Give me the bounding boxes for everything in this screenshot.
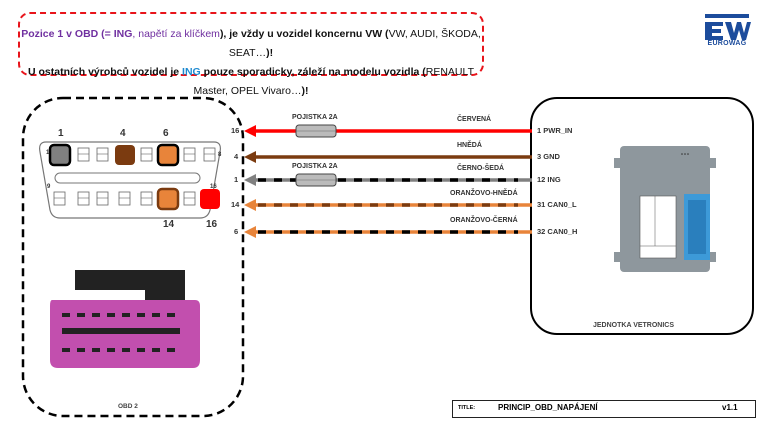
notice-text: U ostatních výrobců vozidel je — [28, 66, 183, 78]
wire-obd-pin: 4 — [234, 152, 239, 161]
wire-obd-pin: 1 — [234, 175, 239, 184]
fuse-label: POJISTKA 2A — [292, 114, 338, 121]
plug-hole — [152, 313, 160, 317]
obd-pin — [77, 191, 90, 206]
notice-text: VW, AUDI, ŠKODA, SEAT… — [228, 28, 481, 59]
notice-text: ), je vždy u vozidel koncernu VW ( — [219, 28, 389, 40]
plug-hole — [77, 348, 85, 352]
plug-hole — [92, 348, 100, 352]
wire-unit-pin: 12 ING — [537, 175, 561, 184]
obd-pin — [203, 147, 216, 162]
wire-obd-pin: 14 — [231, 200, 240, 209]
obd-pin — [118, 191, 131, 206]
version-label: v1.1 — [722, 403, 738, 412]
plug-hole — [107, 348, 115, 352]
obd-pin-label-top: 4 — [120, 128, 126, 139]
notice-text: pouze sporadicky, záleží na modelu vozid… — [200, 66, 426, 78]
wire-color-name: ČERNO-ŠEDÁ — [457, 165, 505, 172]
wire-unit-pin: 1 PWR_IN — [537, 126, 573, 135]
obd-pin — [96, 147, 109, 162]
eurowag-logo — [705, 14, 751, 40]
wire-unit-pin: 32 CAN0_H — [537, 227, 578, 236]
arrow-head-icon — [244, 125, 256, 137]
obd-pin — [183, 147, 196, 162]
obd-corner-label: 8 — [218, 152, 222, 158]
wire-unit-pin: 3 GND — [537, 152, 560, 161]
plug-hole — [62, 348, 70, 352]
wire-color-name: ORANŽOVO-ČERNÁ — [450, 217, 518, 224]
obd-pin-label-bottom: 14 — [163, 219, 175, 230]
obd-caption: OBD 2 — [118, 403, 138, 410]
notice-box: Pozice 1 v OBD (= ING, napětí za klíčkem… — [18, 12, 484, 97]
vetronics-unit-image — [614, 146, 716, 272]
plug-hole — [152, 348, 160, 352]
plug-hole — [62, 313, 70, 317]
arrow-head-icon — [244, 226, 256, 238]
obd-pin-highlight — [200, 189, 220, 209]
notice-line-1: Pozice 1 v OBD (= ING, napětí za klíčkem… — [20, 25, 482, 63]
notice-text: RENAULT Master, OPEL Vivaro… — [193, 66, 474, 97]
notice-text: )! — [301, 85, 309, 97]
obd-pin — [183, 191, 196, 206]
arrow-head-icon — [244, 199, 256, 211]
wire-obd-pin: 6 — [234, 227, 239, 236]
obd-pin — [77, 147, 90, 162]
plug-hole — [167, 313, 175, 317]
title-block — [452, 400, 756, 418]
plug-hole — [122, 348, 130, 352]
title-value: PRINCIP_OBD_NAPÁJENÍ — [498, 403, 598, 412]
logo-text: EUROWAG — [707, 40, 747, 47]
obd-pin-highlight — [48, 143, 72, 167]
notice-text: ING — [182, 66, 201, 78]
fuse-label: POJISTKA 2A — [292, 163, 338, 170]
obd-frame — [21, 96, 245, 418]
plug-hole — [167, 348, 175, 352]
wires — [244, 124, 532, 238]
wire-unit-pin: 31 CAN0_L — [537, 200, 577, 209]
obd-corner-label: 16 — [210, 184, 217, 190]
obd-pin-highlight — [156, 187, 180, 211]
notice-line-2: U ostatních výrobců vozidel je ING pouze… — [20, 63, 482, 101]
wire-color-name: ČERVENÁ — [457, 116, 492, 123]
notice-text: Pozice 1 v OBD (= — [21, 28, 114, 40]
obd-corner-label: 1 — [46, 150, 50, 156]
unit-frame — [530, 97, 754, 335]
plug-hole — [122, 313, 130, 317]
obd-pin — [140, 191, 153, 206]
obd-pin-label-top: 6 — [163, 128, 169, 139]
wire-color-name: ORANŽOVO-HNĚDÁ — [450, 190, 518, 197]
title-label: TITLE: — [458, 405, 476, 411]
obd-pin — [140, 147, 153, 162]
plug-hole — [92, 313, 100, 317]
unit-caption: JEDNOTKA VETRONICS — [593, 322, 675, 329]
notice-text: , napětí za klíčkem — [132, 28, 220, 40]
obd-pin-label-top: 1 — [58, 128, 64, 139]
notice-text: ING — [113, 28, 133, 40]
obd-plug-image — [50, 270, 200, 368]
wire-color-name: HNĚDÁ — [457, 142, 482, 149]
obd-slot — [54, 172, 201, 184]
plug-hole — [107, 313, 115, 317]
obd-pin-label-bottom: 16 — [206, 219, 218, 230]
obd-pin — [96, 191, 109, 206]
wire-obd-pin: 16 — [231, 126, 240, 135]
obd-corner-label: 9 — [47, 184, 51, 190]
notice-text: )! — [266, 47, 274, 59]
obd-pins — [48, 143, 220, 211]
obd-pin-highlight — [156, 143, 180, 167]
arrow-head-icon — [244, 151, 256, 163]
plug-hole — [77, 313, 85, 317]
arrow-head-icon — [244, 174, 256, 186]
obd-pin — [53, 191, 66, 206]
plug-hole — [137, 313, 145, 317]
obd-pin-highlight — [115, 145, 135, 165]
plug-hole — [137, 348, 145, 352]
